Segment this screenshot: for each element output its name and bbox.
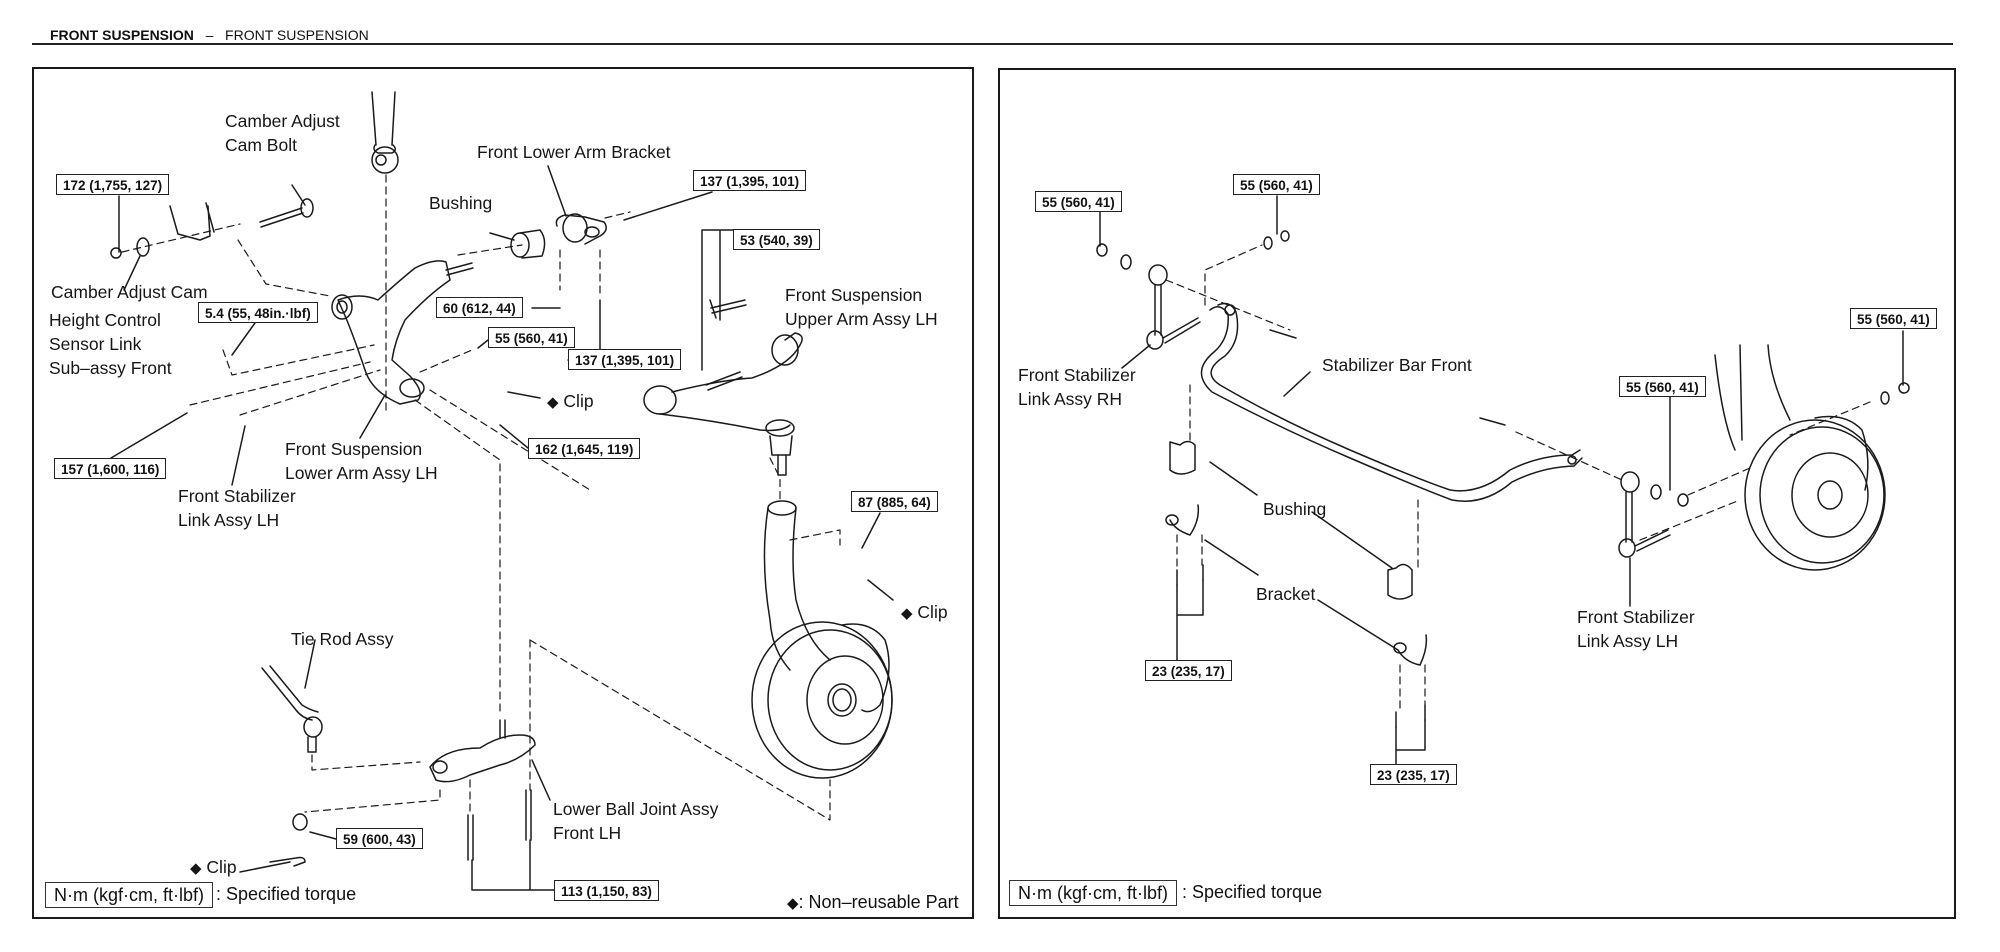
torque-ball-joint-castle-nut: 162 (1,645, 119) bbox=[528, 438, 641, 459]
label-height-control-sensor-link: Height Control Sensor Link Sub–assy Fron… bbox=[49, 310, 172, 378]
non-reusable-legend: ◆: Non–reusable Part bbox=[787, 889, 959, 917]
label-lower-ball-joint: Lower Ball Joint Assy Front LH bbox=[553, 799, 719, 843]
label-upper-arm-assy-lh: Front Suspension Upper Arm Assy LH bbox=[785, 285, 938, 329]
torque-upper-ball-joint-nut: 87 (885, 64) bbox=[851, 491, 938, 512]
torque-camber-nut: 172 (1,755, 127) bbox=[56, 174, 170, 195]
label-camber-adjust-cam-bolt: Camber Adjust Cam Bolt bbox=[225, 111, 340, 155]
torque-lower-arm-bolt: 157 (1,600, 116) bbox=[54, 458, 167, 479]
torque-unit-legend-text-right: : Specified torque bbox=[1182, 882, 1323, 902]
label-clip-1: ◆ Clip bbox=[547, 389, 594, 415]
clip-text: Clip bbox=[563, 391, 594, 411]
torque-link-lh-knuckle-nut: 55 (560, 41) bbox=[1850, 308, 1937, 329]
label-bracket: Bracket bbox=[1256, 584, 1316, 604]
torque-bracket-bolts-rh: 23 (235, 17) bbox=[1145, 660, 1232, 681]
torque-unit-legend-box: N·m (kgf·cm, ft·lbf) bbox=[45, 882, 213, 908]
section-title: FRONT SUSPENSION bbox=[50, 27, 194, 43]
page-header: FRONT SUSPENSION – FRONT SUSPENSION bbox=[50, 27, 369, 43]
stabilizer-bar-panel bbox=[998, 68, 1956, 919]
label-clip-3: ◆ Clip bbox=[190, 855, 237, 881]
torque-bracket-nut: 137 (1,395, 101) bbox=[693, 170, 807, 191]
torque-link-lh-bar-nut: 55 (560, 41) bbox=[1619, 376, 1706, 397]
label-tie-rod-assy: Tie Rod Assy bbox=[291, 629, 394, 649]
front-suspension-arm-panel bbox=[32, 67, 974, 919]
label-stabilizer-link-rh: Front Stabilizer Link Assy RH bbox=[1018, 365, 1136, 409]
torque-ball-joint-bolts: 113 (1,150, 83) bbox=[554, 880, 659, 901]
label-stabilizer-link-lh: Front Stabilizer Link Assy LH bbox=[178, 486, 296, 530]
label-lower-arm-assy-lh: Front Suspension Lower Arm Assy LH bbox=[285, 439, 438, 483]
torque-link-rh-upper-nut: 55 (560, 41) bbox=[1035, 191, 1122, 212]
non-reusable-diamond-icon: ◆ bbox=[901, 605, 913, 622]
label-bushing: Bushing bbox=[429, 193, 493, 213]
non-reusable-legend-text: : Non–reusable Part bbox=[798, 892, 959, 912]
clip-text: Clip bbox=[206, 857, 237, 877]
label-front-lower-arm-bracket: Front Lower Arm Bracket bbox=[477, 142, 671, 162]
label-stabilizer-bar-front: Stabilizer Bar Front bbox=[1322, 355, 1472, 375]
label-clip-2: ◆ Clip bbox=[901, 600, 948, 626]
torque-bracket-bolt-front: 60 (612, 44) bbox=[436, 297, 523, 318]
clip-text: Clip bbox=[917, 602, 948, 622]
label-bushing-right: Bushing bbox=[1263, 499, 1327, 519]
torque-lower-arm-nut: 55 (560, 41) bbox=[488, 327, 575, 348]
non-reusable-diamond-icon: ◆ bbox=[547, 394, 559, 411]
subsection-title: FRONT SUSPENSION bbox=[225, 27, 369, 43]
torque-upper-arm-bolts: 53 (540, 39) bbox=[733, 229, 820, 250]
non-reusable-diamond-icon: ◆ bbox=[787, 895, 799, 912]
non-reusable-diamond-icon: ◆ bbox=[190, 860, 202, 877]
torque-bracket-bolts-lh: 23 (235, 17) bbox=[1370, 764, 1457, 785]
torque-height-sensor-nut: 5.4 (55, 48in.·lbf) bbox=[198, 302, 318, 323]
torque-link-rh-lower-nut: 55 (560, 41) bbox=[1233, 174, 1320, 195]
label-camber-adjust-cam: Camber Adjust Cam bbox=[51, 282, 208, 302]
header-separator: – bbox=[205, 27, 214, 43]
torque-bracket-bolt-rear: 137 (1,395, 101) bbox=[568, 349, 682, 370]
label-stabilizer-link-lh-right: Front Stabilizer Link Assy LH bbox=[1577, 607, 1695, 651]
torque-unit-legend-text: : Specified torque bbox=[216, 884, 357, 904]
torque-unit-legend-box-right: N·m (kgf·cm, ft·lbf) bbox=[1009, 880, 1177, 906]
header-rule bbox=[32, 43, 1953, 45]
torque-tie-rod-nut: 59 (600, 43) bbox=[336, 828, 423, 849]
